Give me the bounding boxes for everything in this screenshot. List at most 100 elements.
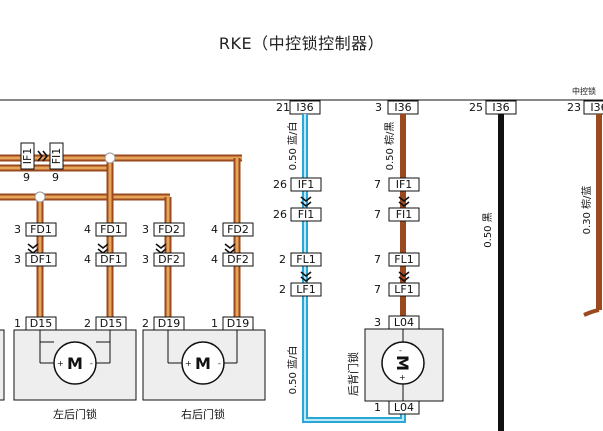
motor-letter: M <box>393 355 412 371</box>
pin-number: 26 <box>273 208 287 221</box>
blue-chain-lf1: 2 LF1 <box>279 282 322 297</box>
left-connector-if1: IF1 9 <box>20 142 48 184</box>
wire-label-brown-blue: 0.30 棕/蓝 <box>580 186 593 235</box>
blue-white-wire <box>302 114 406 423</box>
header-pin-25: 25 I36 <box>469 100 517 115</box>
connector-name: L04 <box>394 401 414 414</box>
motor-plus: + <box>399 373 406 382</box>
connector-name: I36 <box>492 101 509 114</box>
blue-chain-fl1: 2 FL1 <box>279 252 322 282</box>
header-pin-number: 3 <box>375 101 382 114</box>
connector-name: FL1 <box>296 253 315 266</box>
partial-lock-box <box>0 329 5 401</box>
pin-number: 26 <box>273 178 287 191</box>
pin-number: 2 <box>84 317 91 330</box>
door-column-1: 3 FD1 3 DF1 1 D15 <box>14 222 57 331</box>
connector-name: D15 <box>30 317 52 330</box>
brown-chain-lf1: 7 LF1 <box>374 282 420 297</box>
connector-name: DF1 <box>30 253 52 266</box>
motor-plus: + <box>57 359 64 368</box>
motor-icon <box>381 341 425 385</box>
diagram-title: RKE（中控锁控制器） <box>218 34 385 53</box>
pin-number: 4 <box>84 223 91 236</box>
connector-name: FD2 <box>158 223 180 236</box>
motor-minus: - <box>218 359 221 368</box>
header-pin-number: 25 <box>469 101 483 114</box>
connector-name: D15 <box>100 317 122 330</box>
door-column-3: 3 FD2 3 DF2 2 D19 <box>142 222 185 331</box>
connector-name: FD1 <box>30 223 52 236</box>
pin-number: 4 <box>211 253 218 266</box>
left-connector-fi1: FI1 9 <box>49 142 64 184</box>
splice-dot <box>104 152 116 164</box>
connector-name: I36 <box>590 101 603 114</box>
connector-name: DF2 <box>227 253 249 266</box>
connector-name: FD2 <box>227 223 249 236</box>
door-column-4: 4 FD2 4 DF2 1 D19 <box>211 222 254 331</box>
pin-number: 2 <box>142 317 149 330</box>
pin-number: 3 <box>142 253 149 266</box>
header-pin-23: 23 I36 <box>567 100 603 115</box>
pin-number: 2 <box>279 253 286 266</box>
motor-icon <box>181 341 225 385</box>
connector-name: DF2 <box>158 253 180 266</box>
connector-name: DF1 <box>100 253 122 266</box>
blue-chain-fi1: 26 FI1 <box>273 207 322 222</box>
header-pin-3: 3 I36 <box>375 100 419 115</box>
pin-number: 1 <box>374 401 381 414</box>
pin-number: 4 <box>84 253 91 266</box>
right-rear-door-lock: M + - <box>142 329 266 401</box>
motor-letter: M <box>195 354 211 373</box>
left-rear-door-lock: M + - <box>13 329 137 401</box>
motor-minus: - <box>399 346 402 355</box>
pin-number: 2 <box>279 283 286 296</box>
pin-number: 7 <box>374 283 381 296</box>
connector-pin: 9 <box>52 171 59 184</box>
header-pin-number: 23 <box>567 101 581 114</box>
connector-name: L04 <box>394 316 414 329</box>
connector-name: D19 <box>227 317 249 330</box>
right-rear-lock-label: 右后门锁 <box>181 407 225 421</box>
connector-name: FI1 <box>396 208 413 221</box>
pin-number: 7 <box>374 253 381 266</box>
top-right-label: 中控锁 <box>572 86 596 96</box>
pin-number: 7 <box>374 178 381 191</box>
connector-name: D19 <box>158 317 180 330</box>
pin-number: 3 <box>142 223 149 236</box>
splice-dot <box>34 191 46 203</box>
header-pin-number: 21 <box>276 101 290 114</box>
connector-name: FL1 <box>394 253 413 266</box>
pin-number: 3 <box>374 316 381 329</box>
connector-name: IF1 <box>21 148 34 165</box>
header-pin-21: 21 I36 <box>276 100 321 115</box>
tailgate-lock: 3 L04 M - + 1 L04 <box>364 315 444 415</box>
connector-name: I36 <box>394 101 411 114</box>
wire-label-blue-white-top: 0.50 蓝/白 <box>286 122 299 171</box>
door-column-2: 4 FD1 4 DF1 2 D15 <box>84 222 127 331</box>
door-column-wires <box>36 158 241 318</box>
connector-pin: 9 <box>23 171 30 184</box>
connector-name: I36 <box>296 101 313 114</box>
pin-number: 1 <box>211 317 218 330</box>
wire-label-brown-black: 0.50 棕/黑 <box>383 122 396 171</box>
pin-number: 3 <box>14 253 21 266</box>
wire-label-blue-white-bottom: 0.50 蓝/白 <box>286 346 299 395</box>
brown-chain-fl1: 7 FL1 <box>374 252 420 282</box>
motor-plus: + <box>185 359 192 368</box>
connector-name: FD1 <box>100 223 122 236</box>
pin-number: 7 <box>374 208 381 221</box>
motor-letter: M <box>67 354 83 373</box>
pin-number: 1 <box>14 317 21 330</box>
left-bus-wires <box>0 154 242 201</box>
connector-name: IF1 <box>396 178 413 191</box>
blue-chain-if1: 26 IF1 <box>273 177 322 207</box>
connector-name: FI1 <box>298 208 315 221</box>
pin-number: 4 <box>211 223 218 236</box>
left-rear-lock-label: 左后门锁 <box>53 407 97 421</box>
brown-blue-wire <box>583 114 602 317</box>
wire-label-black: 0.50 黑 <box>482 212 494 247</box>
brown-chain-if1: 7 IF1 <box>374 177 420 207</box>
connector-name: FI1 <box>50 148 63 165</box>
brown-chain-fi1: 7 FI1 <box>374 207 420 222</box>
